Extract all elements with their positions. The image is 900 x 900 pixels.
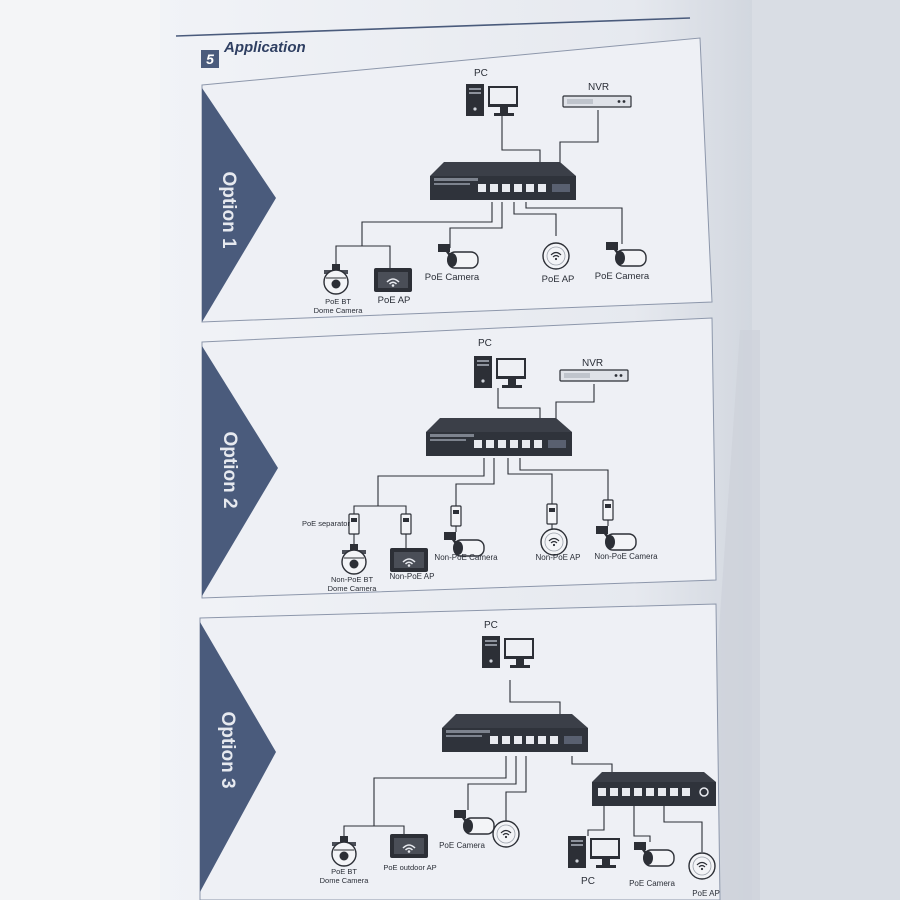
option-3-cascaded-switch-icon <box>591 771 717 807</box>
option-3-panel: Option 3 PC PoE BT Dome Camera PoE outdo… <box>199 603 721 900</box>
option-1-ap-box-icon <box>373 267 413 293</box>
section-header: 5 Application <box>175 17 691 68</box>
option-1-camera-a-label: PoE Camera <box>425 272 480 283</box>
option-2-panel: Option 2 PC NVR PoE separator Non-PoE B <box>201 317 717 599</box>
option-2-arrow <box>202 346 278 596</box>
option-2-dome-label-line2: Dome Camera <box>328 584 378 593</box>
option-2-switch-icon <box>426 418 572 456</box>
option-2-separator-label: PoE separator <box>302 519 350 528</box>
option-3-pc-label: PC <box>484 620 498 631</box>
option-3-camera-b-label: PoE Camera <box>629 879 675 888</box>
option-1-pc-label: PC <box>474 68 488 79</box>
option-1-dome-label-line2: Dome Camera <box>314 306 364 315</box>
option-1-label: Option 1 <box>218 171 239 248</box>
option-2-ap-round-icon <box>540 528 568 556</box>
option-1-camera-b-label: PoE Camera <box>595 271 650 282</box>
option-2-ap-box-label: Non-PoE AP <box>390 572 435 581</box>
option-3-dome-label-line2: Dome Camera <box>320 876 370 885</box>
option-2-dome-label-line1: Non-PoE BT <box>331 575 374 584</box>
option-1-nvr-label: NVR <box>588 82 609 93</box>
option-2-nvr-icon <box>559 369 629 382</box>
option-2-pc-label: PC <box>478 338 492 349</box>
option-3-ap-round-a-icon <box>492 820 520 848</box>
option-2-nvr-label: NVR <box>582 358 603 369</box>
option-2-separator-b-icon <box>400 513 412 535</box>
section-title: Application <box>223 39 306 56</box>
option-2-separator-e-icon <box>602 499 614 521</box>
option-3-ap-round-b-icon <box>688 852 716 880</box>
option-2-ap-box-icon <box>389 547 429 573</box>
option-1-dome-label-line1: PoE BT <box>325 297 351 306</box>
option-3-ap-round-label: PoE AP <box>692 889 720 898</box>
option-1-ap-round-icon <box>542 242 570 270</box>
option-1-ap-box-label: PoE AP <box>378 295 411 306</box>
section-number: 5 <box>206 51 214 67</box>
option-1-switch-icon <box>430 162 576 200</box>
option-3-pc-b-label: PC <box>581 876 595 887</box>
option-2-separator-a-icon <box>348 513 360 535</box>
option-3-camera-a-label: PoE Camera <box>439 841 485 850</box>
option-3-ap-box-label: PoE outdoor AP <box>383 863 436 872</box>
section-number-badge <box>201 50 219 68</box>
option-2-separator-d-icon <box>546 503 558 525</box>
option-3-switch-icon <box>442 714 588 752</box>
option-3-dome-label-line1: PoE BT <box>331 867 357 876</box>
option-1-nvr-icon <box>562 95 632 108</box>
option-3-ap-box-icon <box>389 833 429 859</box>
option-2-ap-round-label: Non-PoE AP <box>536 553 581 562</box>
option-2-camera-b-label: Non-PoE Camera <box>594 552 658 561</box>
option-2-separator-c-icon <box>450 505 462 527</box>
option-2-label: Option 2 <box>219 431 240 508</box>
option-3-label: Option 3 <box>217 711 238 788</box>
option-1-ap-round-label: PoE AP <box>542 274 575 285</box>
option-3-arrow <box>200 622 276 892</box>
option-1-arrow <box>202 88 276 322</box>
option-2-camera-a-label: Non-PoE Camera <box>434 553 498 562</box>
option-1-panel: Option 1 PC NVR PoE BT Dome Camera PoE A… <box>201 37 713 323</box>
